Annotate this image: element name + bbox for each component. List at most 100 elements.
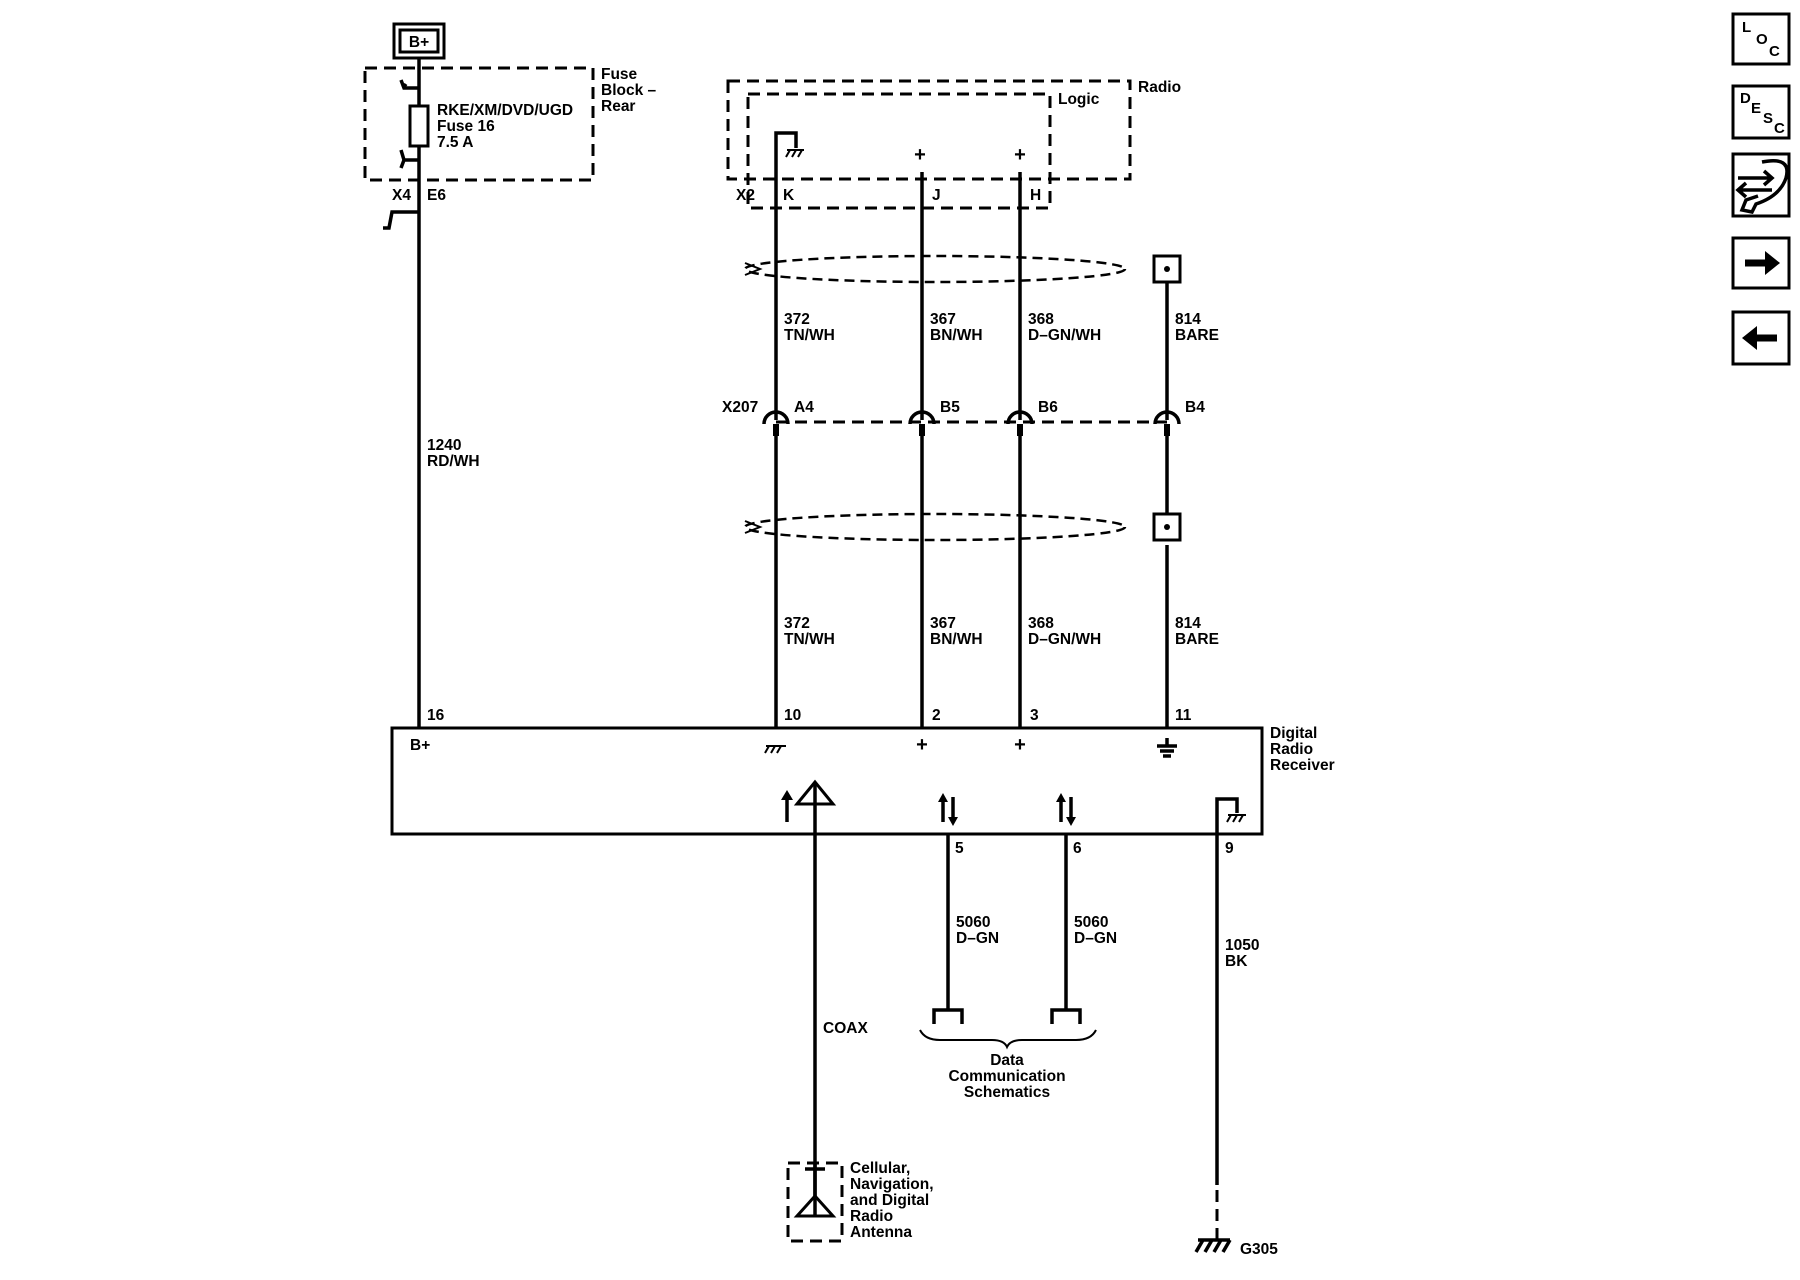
svg-text:D–GN: D–GN (956, 930, 999, 947)
svg-text:Cellular,: Cellular, (850, 1160, 910, 1177)
svg-text:814: 814 (1175, 615, 1201, 632)
receiver-bplus-label: B+ (410, 737, 430, 754)
svg-text:16: 16 (427, 707, 445, 724)
svg-text:Schematics: Schematics (964, 1084, 1050, 1101)
svg-text:11: 11 (1175, 707, 1192, 724)
svg-text:367: 367 (930, 615, 956, 632)
desc-button[interactable]: D E S C (1731, 84, 1791, 140)
fuse-name: RKE/XM/DVD/UGD (437, 102, 573, 119)
svg-text:O: O (1756, 31, 1768, 48)
svg-text:1050: 1050 (1225, 937, 1259, 954)
radio-module: Radio Logic + + X2 K J H (726, 79, 1181, 210)
previous-button[interactable] (1731, 310, 1791, 366)
arrow-right-icon (1765, 251, 1780, 275)
fuse-number: Fuse 16 (437, 118, 495, 135)
shield-upper (743, 254, 1182, 284)
fuse-connector: X4 (392, 187, 411, 204)
svg-text:D: D (1740, 90, 1751, 107)
svg-text:B+: B+ (409, 34, 429, 51)
svg-text:and Digital: and Digital (850, 1192, 929, 1209)
ground-icon (1194, 1238, 1232, 1253)
plus-icon: + (1014, 734, 1026, 756)
svg-text:2: 2 (932, 707, 941, 724)
svg-text:TN/WH: TN/WH (784, 631, 835, 648)
digital-radio-receiver: Digital Radio Receiver 16 10 2 3 11 B+ +… (390, 707, 1335, 857)
power-source: B+ (392, 22, 446, 60)
inline-connector-x207: X207 A4 B5 B6 B4 (722, 399, 1205, 436)
shield-lower (743, 512, 1182, 542)
fuse-rating: 7.5 A (437, 134, 473, 151)
svg-text:BN/WH: BN/WH (930, 631, 983, 648)
fuse-block: Fuse Block – Rear RKE/XM/DVD/UGD Fuse 16… (363, 58, 657, 230)
antenna: Cellular, Navigation, and Digital Radio … (786, 1160, 934, 1243)
data-communication-reference: Data Communication Schematics (919, 1008, 1097, 1101)
bidirectional-arrow-icon (938, 793, 958, 826)
svg-text:814: 814 (1175, 311, 1201, 328)
power-wire-circuit: 1240 (427, 437, 461, 454)
logic-label: Logic (1058, 91, 1100, 108)
svg-text:3: 3 (1030, 707, 1039, 724)
svg-text:372: 372 (784, 615, 810, 632)
svg-text:5: 5 (955, 840, 964, 857)
svg-text:C: C (1774, 120, 1785, 137)
power-wire-color: RD/WH (427, 453, 480, 470)
radio-label: Radio (1138, 79, 1181, 96)
inline-connector-name: X207 (722, 399, 758, 416)
svg-text:5060: 5060 (1074, 914, 1108, 931)
svg-text:A4: A4 (794, 399, 814, 416)
wrench-arrows-icon (1735, 159, 1789, 214)
svg-text:Antenna: Antenna (850, 1224, 912, 1241)
svg-text:D–GN/WH: D–GN/WH (1028, 327, 1101, 344)
fuse-block-label-line3: Rear (601, 98, 635, 115)
svg-text:B5: B5 (940, 399, 960, 416)
svg-text:372: 372 (784, 311, 810, 328)
svg-text:TN/WH: TN/WH (784, 327, 835, 344)
chassis-ground-icon (785, 149, 804, 158)
loc-button[interactable]: L O C (1731, 12, 1791, 66)
svg-text:BN/WH: BN/WH (930, 327, 983, 344)
svg-text:BARE: BARE (1175, 327, 1219, 344)
upper-wire-labels: 372 TN/WH 367 BN/WH 368 D–GN/WH 814 BARE (784, 311, 1219, 344)
svg-text:B4: B4 (1185, 399, 1205, 416)
svg-text:Communication: Communication (948, 1068, 1065, 1085)
svg-text:BARE: BARE (1175, 631, 1219, 648)
fuse-block-label-line2: Block – (601, 82, 657, 99)
chassis-ground-icon (1226, 814, 1246, 823)
fuse-pin: E6 (427, 187, 446, 204)
arrow-left-icon (1742, 326, 1757, 350)
svg-text:D–GN/WH: D–GN/WH (1028, 631, 1101, 648)
coax-label: COAX (823, 1020, 868, 1037)
receiver-label-line3: Receiver (1270, 757, 1335, 774)
svg-text:BK: BK (1225, 953, 1248, 970)
svg-text:367: 367 (930, 311, 956, 328)
svg-text:L: L (1742, 19, 1751, 36)
svg-text:368: 368 (1028, 311, 1054, 328)
plus-icon: + (1014, 144, 1026, 166)
plus-icon: + (914, 144, 926, 166)
svg-text:5060: 5060 (956, 914, 990, 931)
ground-g305: G305 (1194, 1238, 1278, 1258)
svg-text:6: 6 (1073, 840, 1082, 857)
next-button[interactable] (1731, 236, 1791, 290)
signal-ground-icon (1157, 738, 1177, 758)
lower-wire-labels: 372 TN/WH 367 BN/WH 368 D–GN/WH 814 BARE (784, 615, 1219, 648)
svg-text:D–GN: D–GN (1074, 930, 1117, 947)
plus-icon: + (916, 734, 928, 756)
fuse-block-label-line1: Fuse (601, 66, 638, 83)
svg-text:368: 368 (1028, 615, 1054, 632)
svg-text:E: E (1751, 100, 1761, 117)
chassis-ground-icon (764, 745, 786, 754)
service-button[interactable] (1731, 152, 1791, 218)
svg-text:10: 10 (784, 707, 801, 724)
svg-text:B6: B6 (1038, 399, 1058, 416)
receiver-label-line1: Digital (1270, 725, 1317, 742)
radio-connector: X2 (736, 187, 755, 204)
receiver-label-line2: Radio (1270, 741, 1313, 758)
svg-text:C: C (1769, 43, 1780, 60)
radio-pin-h: H (1030, 187, 1041, 204)
svg-text:S: S (1763, 110, 1773, 127)
svg-text:Data: Data (990, 1052, 1024, 1069)
radio-pin-k: K (783, 187, 795, 204)
svg-text:9: 9 (1225, 840, 1234, 857)
